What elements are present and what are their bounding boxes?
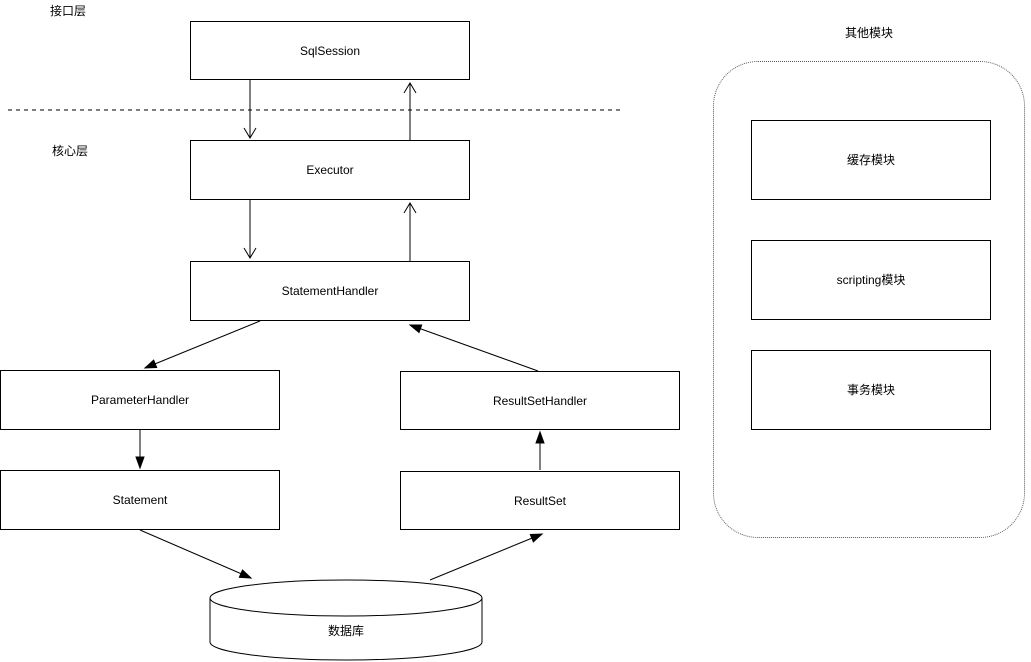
interface-layer-label: 接口层 <box>50 4 87 18</box>
node-sqlsession: SqlSession <box>190 21 470 80</box>
connector-statement-to-database <box>139 529 253 579</box>
core-layer-label: 核心层 <box>52 144 89 158</box>
node-parameter-handler: ParameterHandler <box>0 370 280 430</box>
connector-database-to-resultset <box>429 533 544 581</box>
other-modules-container <box>713 61 1025 538</box>
module-cache: 缓存模块 <box>751 120 991 200</box>
database-label: 数据库 <box>327 624 364 638</box>
connector-resultsethandler-to-statementhandler <box>408 324 539 372</box>
node-resultset: ResultSet <box>400 471 680 530</box>
node-executor: Executor <box>190 140 470 200</box>
node-statement: Statement <box>0 470 280 530</box>
database-cylinder-shape <box>209 579 483 661</box>
other-modules-title: 其他模块 <box>844 26 893 40</box>
node-statement-handler: StatementHandler <box>190 261 470 321</box>
module-transaction: 事务模块 <box>751 350 991 430</box>
module-scripting: scripting模块 <box>751 240 991 320</box>
node-resultset-handler: ResultSetHandler <box>400 371 680 430</box>
connector-statementhandler-to-parameterhandler <box>143 320 261 369</box>
